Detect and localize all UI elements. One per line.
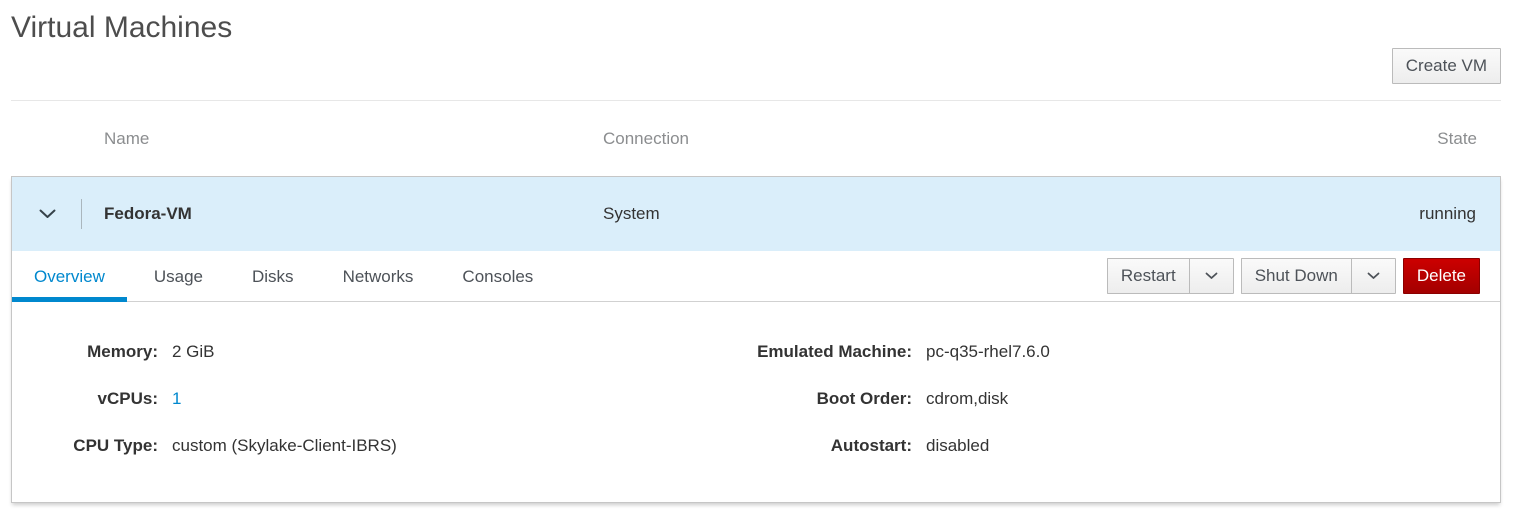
shutdown-button-group: Shut Down	[1240, 258, 1396, 294]
vm-action-buttons: Restart Shut Down Delete	[1106, 258, 1500, 294]
delete-button[interactable]: Delete	[1402, 258, 1480, 294]
vm-overview-details: Memory: 2 GiB Emulated Machine: pc-q35-r…	[12, 302, 1500, 502]
tab-consoles[interactable]: Consoles	[462, 266, 534, 286]
emulated-machine-label: Emulated Machine:	[757, 341, 912, 361]
create-vm-button[interactable]: Create VM	[1391, 48, 1501, 84]
emulated-machine-value: pc-q35-rhel7.6.0	[926, 341, 1050, 361]
shut-down-button[interactable]: Shut Down	[1240, 258, 1351, 294]
boot-order-value: cdrom,disk	[926, 388, 1009, 408]
tabs: Overview Usage Disks Networks Consoles	[12, 251, 560, 302]
vm-detail-tabs-bar: Overview Usage Disks Networks Consoles R…	[12, 251, 1500, 302]
memory-label: Memory:	[87, 341, 158, 361]
autostart-label: Autostart:	[830, 435, 912, 455]
row-expander-toggle[interactable]	[12, 177, 82, 251]
restart-button-group: Restart	[1106, 258, 1234, 294]
restart-button[interactable]: Restart	[1106, 258, 1189, 294]
tab-networks[interactable]: Networks	[342, 266, 414, 286]
shutdown-dropdown-toggle[interactable]	[1350, 258, 1396, 294]
memory-value: 2 GiB	[172, 341, 215, 361]
toolbar: Create VM	[11, 48, 1501, 84]
vm-expanded-panel: Fedora-VM System running Overview Usage …	[11, 176, 1501, 503]
boot-order-label: Boot Order:	[816, 388, 912, 408]
vcpus-value-link[interactable]: 1	[172, 388, 182, 408]
vm-connection: System	[603, 204, 660, 223]
page-title: Virtual Machines	[11, 11, 233, 44]
caret-down-icon	[1205, 272, 1218, 279]
tab-disks[interactable]: Disks	[252, 266, 294, 286]
restart-dropdown-toggle[interactable]	[1188, 258, 1234, 294]
vm-name: Fedora-VM	[104, 204, 192, 223]
vcpus-label: vCPUs:	[97, 388, 158, 408]
column-header-connection: Connection	[603, 128, 690, 148]
cpu-type-label: CPU Type:	[73, 435, 158, 455]
header-divider	[11, 100, 1501, 101]
column-header-state: State	[1437, 128, 1477, 148]
cpu-type-value: custom (Skylake-Client-IBRS)	[172, 435, 397, 455]
tab-overview[interactable]: Overview	[12, 251, 127, 302]
virtual-machines-page: Virtual Machines Create VM Name Connecti…	[0, 10, 1515, 503]
vm-state-badge: running	[1419, 204, 1476, 223]
autostart-value: disabled	[926, 435, 990, 455]
vm-table-header: Name Connection State	[11, 101, 1501, 176]
tab-usage[interactable]: Usage	[153, 266, 203, 286]
vm-row-fedora[interactable]: Fedora-VM System running	[12, 177, 1500, 251]
chevron-down-icon	[39, 209, 55, 218]
column-header-name: Name	[104, 128, 150, 148]
caret-down-icon	[1367, 272, 1380, 279]
